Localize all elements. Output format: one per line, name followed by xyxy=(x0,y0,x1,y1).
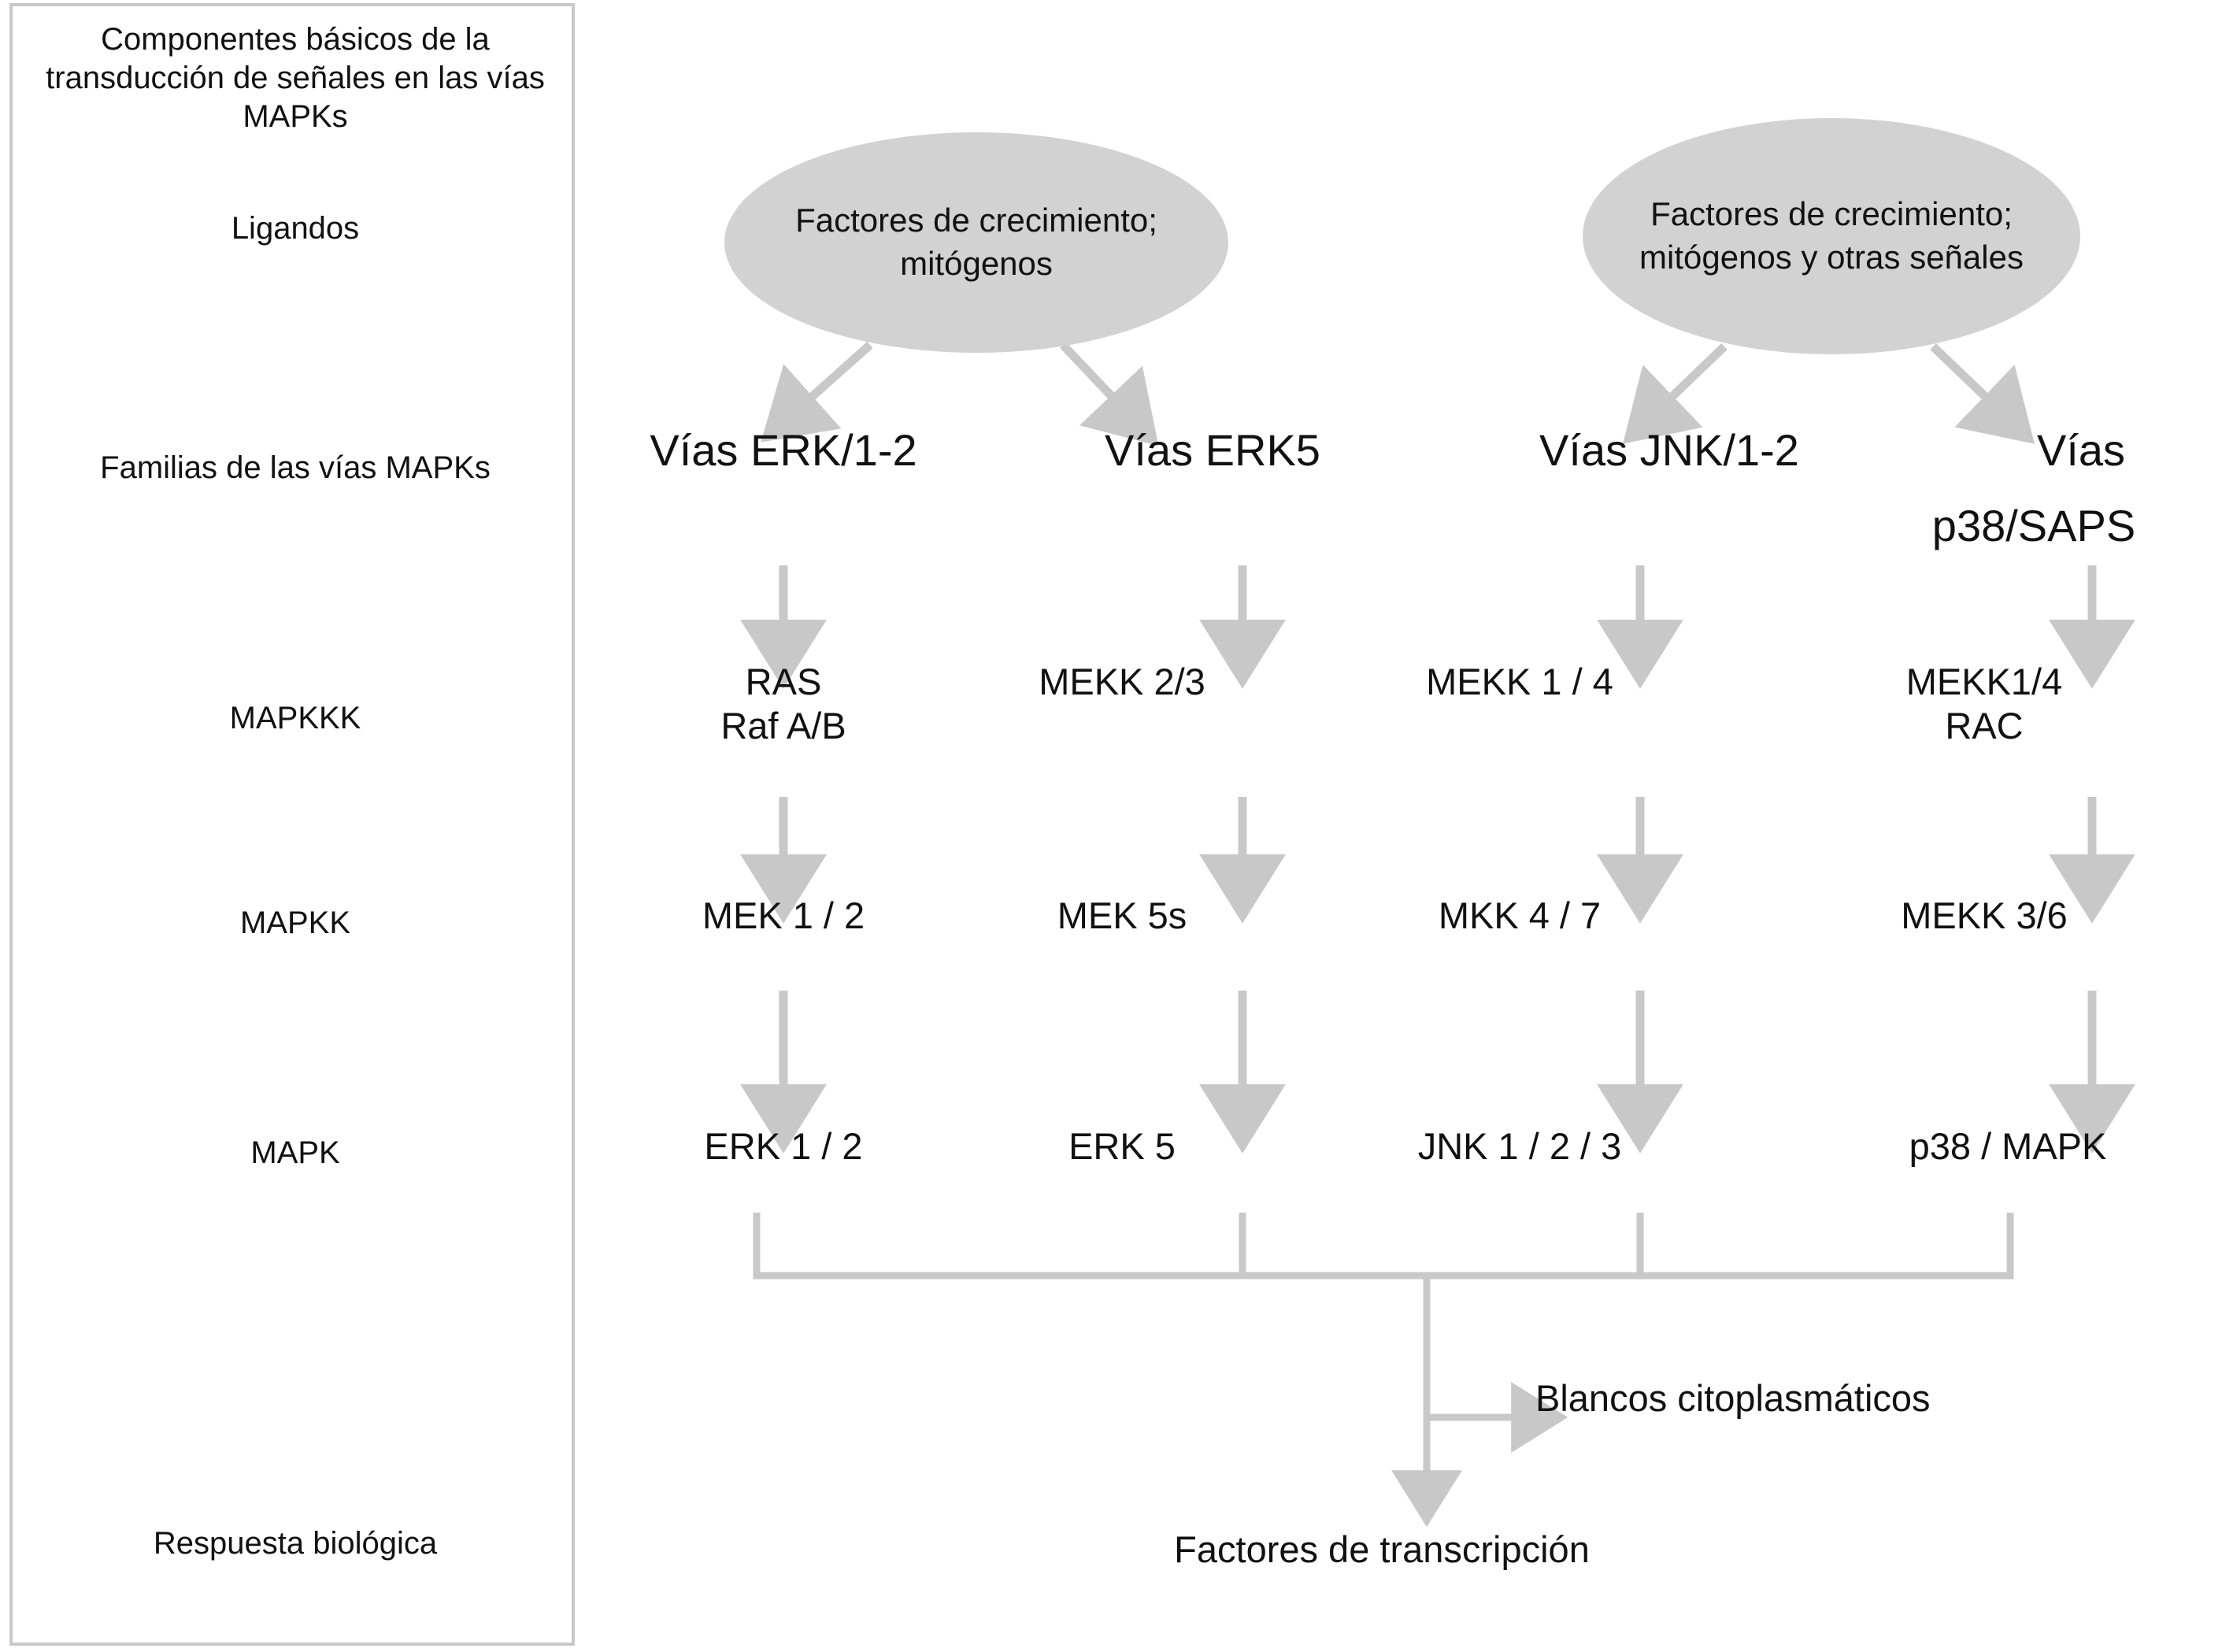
mapk-erk12: ERK 1 / 2 xyxy=(704,1125,863,1167)
pathway-family-erk5: Vías ERK5 xyxy=(1105,425,1320,475)
legend-row-ligandos: Ligandos xyxy=(231,211,360,246)
legend-row-mapkkk: MAPKKK xyxy=(229,701,361,735)
stimulus-ellipse-growth-factors-other-signals: Factores de crecimiento; mitógenos y otr… xyxy=(1583,118,2080,354)
mapkk-jnk12: MKK 4 / 7 xyxy=(1438,895,1602,936)
output-cytoplasmic-targets: Blancos citoplasmáticos xyxy=(1535,1377,1931,1419)
mapkkk-erk5: MEKK 2/3 xyxy=(1039,661,1205,702)
arrow-stimulus1-to-erk5 xyxy=(1060,342,1159,446)
stimulus-ellipse-left-label: Factores de crecimiento; mitógenos xyxy=(795,202,1157,282)
pathway-family-erk12: Vías ERK/1-2 xyxy=(650,425,917,475)
mapkk-p38: MEKK 3/6 xyxy=(1901,895,2068,936)
arrow-stimulus1-to-erk12 xyxy=(761,341,873,443)
mapkk-erk5: MEK 5s xyxy=(1057,895,1187,936)
mapkkk-jnk12: MEKK 1 / 4 xyxy=(1426,661,1613,702)
legend-panel: Componentes básicos de la transducción d… xyxy=(9,3,575,1646)
stimulus-ellipse-right-label: Factores de crecimiento; mitógenos y otr… xyxy=(1639,195,2024,276)
legend-row-mapk: MAPK xyxy=(250,1135,340,1170)
mapkk-erk12: MEK 1 / 2 xyxy=(702,895,865,936)
mapk-erk5: ERK 5 xyxy=(1068,1125,1176,1167)
pathway-family-jnk12: Vías JNK/1-2 xyxy=(1539,425,1799,475)
legend-row-mapkk: MAPKK xyxy=(239,906,351,940)
pathway-family-p38-line2: p38/SAPS xyxy=(1931,501,2136,550)
legend-row-familias: Familias de las vías MAPKs xyxy=(100,450,491,485)
convergence-bracket xyxy=(753,1213,2014,1280)
legend-title: Componentes básicos de la transducción d… xyxy=(46,22,545,134)
arrow-stimulus2-to-p38 xyxy=(1930,343,2035,444)
arrow-stimulus2-to-jnk12 xyxy=(1623,343,1728,444)
mapk-jnk123: JNK 1 / 2 / 3 xyxy=(1417,1125,1622,1167)
mapk-p38: p38 / MAPK xyxy=(1909,1125,2107,1167)
legend-row-respuesta-biologica: Respuesta biológica xyxy=(153,1526,438,1561)
output-transcription-factors: Factores de transcripción xyxy=(1174,1528,1590,1570)
stimulus-ellipse-growth-factors: Factores de crecimiento; mitógenos xyxy=(724,132,1228,353)
pathway-family-p38-line1: Vías xyxy=(2036,425,2126,475)
